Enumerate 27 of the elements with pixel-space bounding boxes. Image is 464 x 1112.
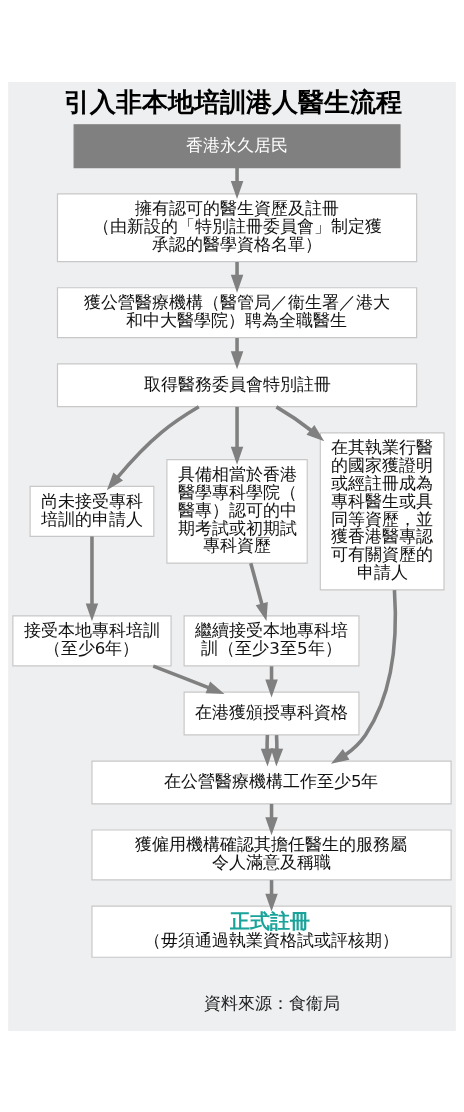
node-box: 尚未接受專科培訓的申請人: [29, 485, 155, 537]
diagram-title: 引入非本地培訓港人醫生流程: [63, 86, 402, 117]
node-box: 繼續接受本地專科培訓（至少3至5年）: [183, 614, 360, 666]
arrow: [230, 261, 244, 293]
arrow: [270, 734, 284, 766]
arrow: [230, 337, 244, 369]
node-box: 香港永久居民: [73, 123, 401, 168]
node-box: 在港獲頒授專科資格: [183, 690, 360, 735]
arrow: [152, 663, 225, 694]
arrow: [230, 406, 244, 465]
arrow: [230, 167, 244, 199]
arrow: [275, 404, 325, 441]
node-box: 在公營醫療機構工作至少5年: [91, 759, 452, 804]
node-box: 擁有認可的醫生資歷及註冊 （由新設的「特別註冊委員會」制定獲承認的醫學資格名單）: [56, 192, 418, 262]
node-box: 接受本地專科培訓（至少6年）: [12, 614, 172, 666]
node-box: 正式註冊 （毋須通過執業資格試或評核期）: [91, 905, 452, 958]
node-box: 獲公營醫療機構（醫管局／衞生署／港大和中大醫學院）聘為全職醫生: [56, 286, 418, 338]
node-box: 取得醫務委員會特別註冊: [56, 362, 418, 407]
node-box: 在其執業行醫的國家獲證明或經註冊成為專科醫生或具同等資歷，並獲香港醫專認可有關資歷的申請人: [319, 431, 445, 590]
arrow: [85, 535, 99, 621]
arrow: [106, 404, 200, 490]
label: 資料來源：食衞局: [203, 993, 340, 1013]
node-box: 具備相當於香港醫學專科學院（醫專）認可的中期考試或初期試專科資歷: [166, 458, 308, 564]
arrow: [249, 562, 268, 621]
node-box: 獲僱用機構確認其擔任醫生的服務屬令人滿意及稱職: [91, 828, 452, 881]
arrow: [260, 734, 274, 766]
arrow: [330, 589, 398, 764]
